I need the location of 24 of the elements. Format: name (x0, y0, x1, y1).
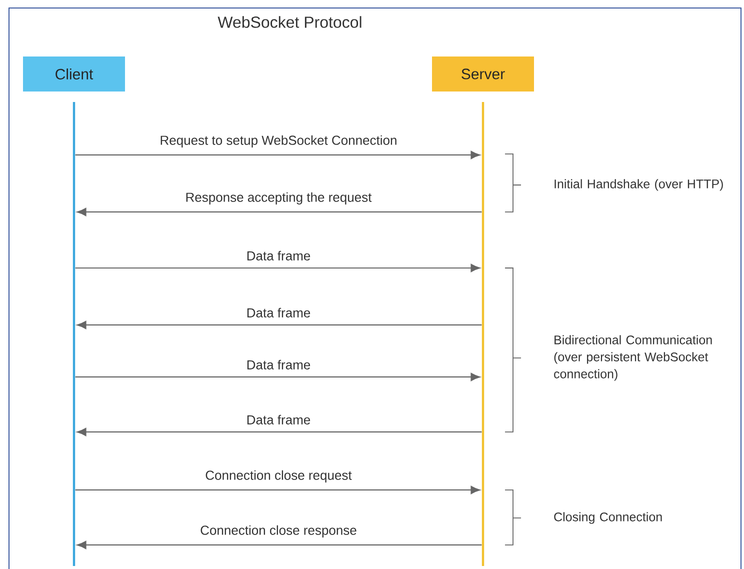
edge-label: Data frame (247, 414, 310, 424)
edge-label: Data frame (247, 360, 310, 370)
edge-label: Response accepting the request (186, 192, 372, 204)
edge-label: Data frame (247, 308, 310, 318)
arrow (75, 372, 480, 382)
arrow (76, 320, 482, 330)
edge-label: Request to setup WebSocket Connection (160, 135, 396, 148)
arrow (75, 150, 480, 160)
arrow (76, 428, 482, 436)
annotation: Bidirectional Communication (over persistent WebSocket connection) (554, 335, 712, 381)
annotation: Closing Connection (554, 512, 662, 524)
annotation: Initial Handshake (over HTTP) (554, 179, 723, 191)
arrow (76, 540, 482, 550)
arrow (75, 486, 480, 494)
participant-box: Client (23, 56, 125, 92)
participant-box: Server (432, 56, 534, 92)
arrow (76, 208, 482, 216)
arrow (75, 264, 480, 272)
edge-label: Connection close response (200, 525, 356, 538)
lifeline (482, 102, 484, 566)
edge-label: Connection close request (206, 470, 352, 482)
lifeline (72, 102, 76, 566)
edge-label: Data frame (247, 250, 310, 260)
title: WebSocket Protocol (218, 16, 362, 28)
